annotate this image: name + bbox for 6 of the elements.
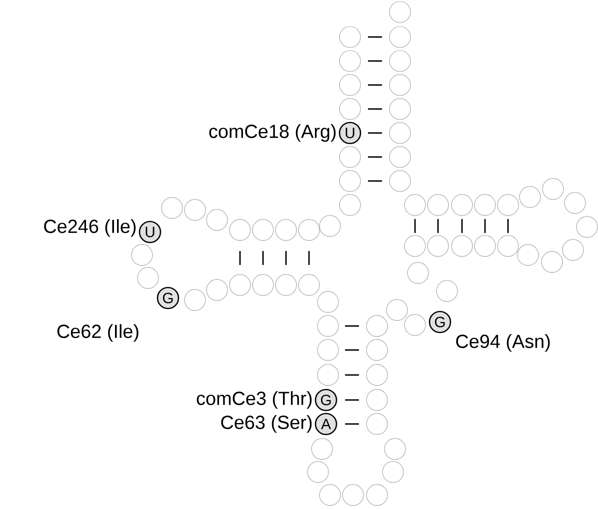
mutation-label: Ce94 (Asn) bbox=[456, 334, 550, 352]
mutation-label: comCe18 (Arg) bbox=[209, 124, 336, 142]
mutation-label: comCe3 (Thr) bbox=[196, 391, 312, 409]
mutation-label: Ce62 (Ile) bbox=[57, 324, 138, 342]
mutation-label: Ce246 (Ile) bbox=[44, 219, 136, 237]
mutation-label: Ce63 (Ser) bbox=[221, 415, 312, 433]
